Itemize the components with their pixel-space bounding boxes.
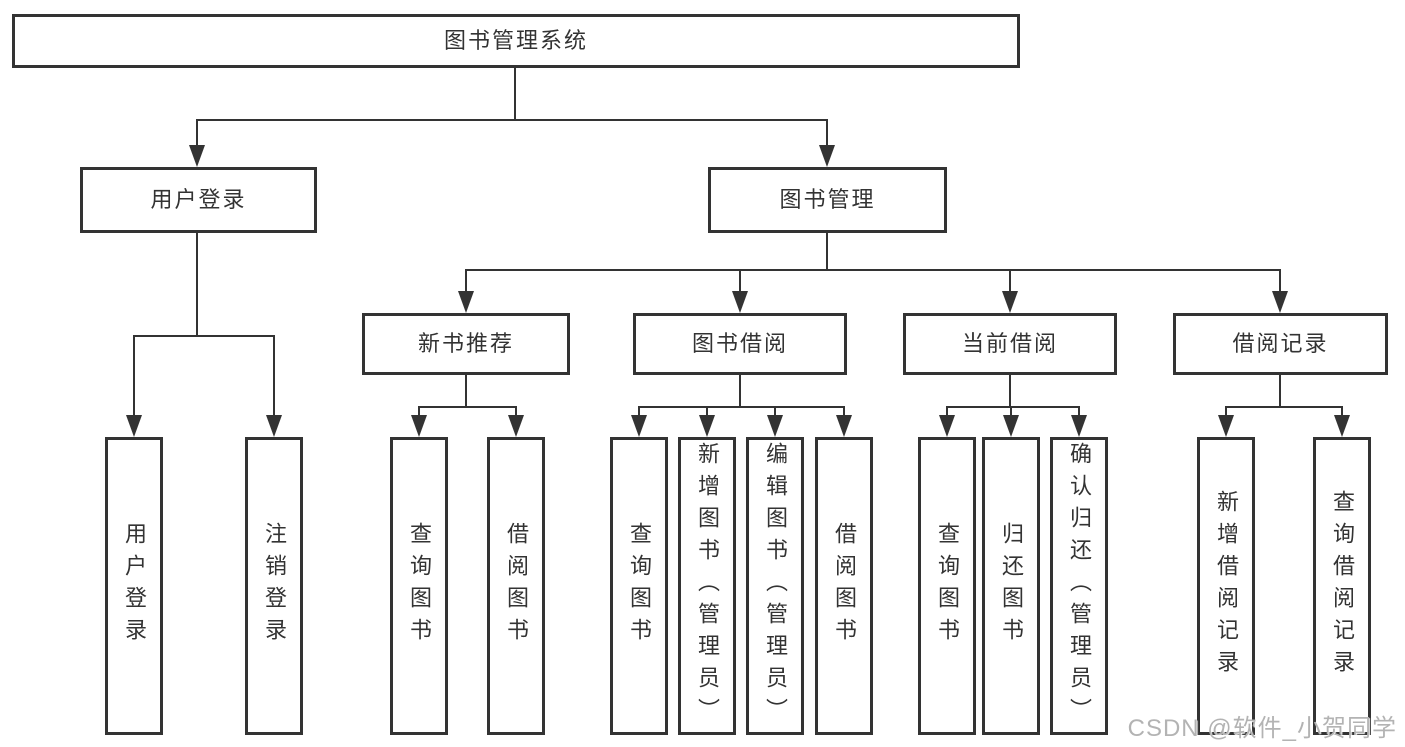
connector-bar-user-login — [133, 335, 275, 337]
connector-stem-user-login — [196, 233, 198, 337]
connector-drop — [706, 406, 708, 420]
connector-drop — [133, 335, 135, 420]
arrow-down-icon — [732, 291, 748, 313]
node-library-system: 图书管理系统 — [12, 14, 1020, 68]
arrow-down-icon — [939, 415, 955, 437]
leaf-label: 归还图书 — [999, 522, 1024, 650]
arrow-down-icon — [189, 145, 205, 167]
connector-drop — [465, 269, 467, 296]
connector-drop — [273, 335, 275, 420]
connector-drop — [946, 406, 948, 420]
arrow-down-icon — [836, 415, 852, 437]
connector-bar-book-mgmt — [465, 269, 1281, 271]
leaf-edit-books-admin: 编辑图书（管理员） — [746, 437, 804, 735]
leaf-query-books-3: 查询图书 — [918, 437, 976, 735]
connector-stem-root — [514, 68, 516, 121]
node-new-book-recommend: 新书推荐 — [362, 313, 570, 375]
leaf-label: 编辑图书（管理员） — [763, 442, 788, 730]
arrow-down-icon — [1002, 291, 1018, 313]
connector-drop — [1009, 269, 1011, 296]
leaf-label: 借阅图书 — [504, 522, 529, 650]
connector-drop — [638, 406, 640, 420]
csdn-watermark: CSDN @软件_小贺同学 — [1127, 715, 1397, 742]
connector-stem-borrow-records — [1279, 375, 1281, 408]
node-label: 借阅记录 — [1232, 331, 1329, 356]
leaf-confirm-return-admin: 确认归还（管理员） — [1050, 437, 1108, 735]
arrow-down-icon — [699, 415, 715, 437]
leaf-label: 用户登录 — [122, 522, 147, 650]
connector-drop — [843, 406, 845, 420]
connector-stem-book-borrow — [739, 375, 741, 408]
arrow-down-icon — [819, 145, 835, 167]
node-book-management: 图书管理 — [708, 167, 947, 233]
leaf-label: 确认归还（管理员） — [1067, 442, 1092, 730]
leaf-logout: 注销登录 — [245, 437, 303, 735]
connector-bar-root — [196, 119, 828, 121]
leaf-borrow-books-1: 借阅图书 — [487, 437, 545, 735]
leaf-query-borrow-record: 查询借阅记录 — [1313, 437, 1371, 735]
leaf-label: 新增图书（管理员） — [695, 442, 720, 730]
arrow-down-icon — [1334, 415, 1350, 437]
connector-stem-current-borrow — [1009, 375, 1011, 408]
connector-drop — [1225, 406, 1227, 420]
leaf-add-books-admin: 新增图书（管理员） — [678, 437, 736, 735]
node-book-borrow: 图书借阅 — [633, 313, 847, 375]
connector-bar-new-book — [418, 406, 517, 408]
arrow-down-icon — [1272, 291, 1288, 313]
connector-drop — [418, 406, 420, 420]
leaf-label: 查询图书 — [935, 522, 960, 650]
connector-stem-book-mgmt — [826, 233, 828, 271]
leaf-label: 借阅图书 — [832, 522, 857, 650]
arrow-down-icon — [631, 415, 647, 437]
arrow-down-icon — [411, 415, 427, 437]
connector-drop — [774, 406, 776, 420]
leaf-user-login: 用户登录 — [105, 437, 163, 735]
connector-drop — [196, 119, 198, 150]
node-label: 图书借阅 — [691, 331, 788, 356]
arrow-down-icon — [1071, 415, 1087, 437]
connector-bar-current-borrow — [946, 406, 1080, 408]
connector-stem-new-book — [465, 375, 467, 408]
arrow-down-icon — [1218, 415, 1234, 437]
connector-drop — [826, 119, 828, 150]
arrow-down-icon — [458, 291, 474, 313]
arrow-down-icon — [1003, 415, 1019, 437]
leaf-return-books: 归还图书 — [982, 437, 1040, 735]
node-label: 新书推荐 — [417, 331, 514, 356]
node-label: 图书管理系统 — [443, 28, 588, 53]
node-current-borrow: 当前借阅 — [903, 313, 1117, 375]
leaf-borrow-books-2: 借阅图书 — [815, 437, 873, 735]
connector-drop — [1341, 406, 1343, 420]
leaf-add-borrow-record: 新增借阅记录 — [1197, 437, 1255, 735]
connector-bar-borrow-records — [1225, 406, 1343, 408]
leaf-label: 查询图书 — [407, 522, 432, 650]
node-label: 用户登录 — [150, 187, 247, 212]
arrow-down-icon — [126, 415, 142, 437]
node-label: 当前借阅 — [961, 331, 1058, 356]
leaf-label: 查询图书 — [627, 522, 652, 650]
node-label: 图书管理 — [779, 187, 876, 212]
connector-bar-book-borrow — [638, 406, 845, 408]
leaf-query-books-1: 查询图书 — [390, 437, 448, 735]
connector-drop — [515, 406, 517, 420]
leaf-query-books-2: 查询图书 — [610, 437, 668, 735]
connector-drop — [1279, 269, 1281, 296]
arrow-down-icon — [508, 415, 524, 437]
leaf-label: 注销登录 — [262, 522, 287, 650]
connector-drop — [1078, 406, 1080, 420]
arrow-down-icon — [266, 415, 282, 437]
node-borrow-records: 借阅记录 — [1173, 313, 1388, 375]
connector-drop — [1010, 406, 1012, 420]
arrow-down-icon — [767, 415, 783, 437]
leaf-label: 新增借阅记录 — [1214, 490, 1239, 682]
leaf-label: 查询借阅记录 — [1330, 490, 1355, 682]
connector-drop — [739, 269, 741, 296]
node-user-login: 用户登录 — [80, 167, 317, 233]
